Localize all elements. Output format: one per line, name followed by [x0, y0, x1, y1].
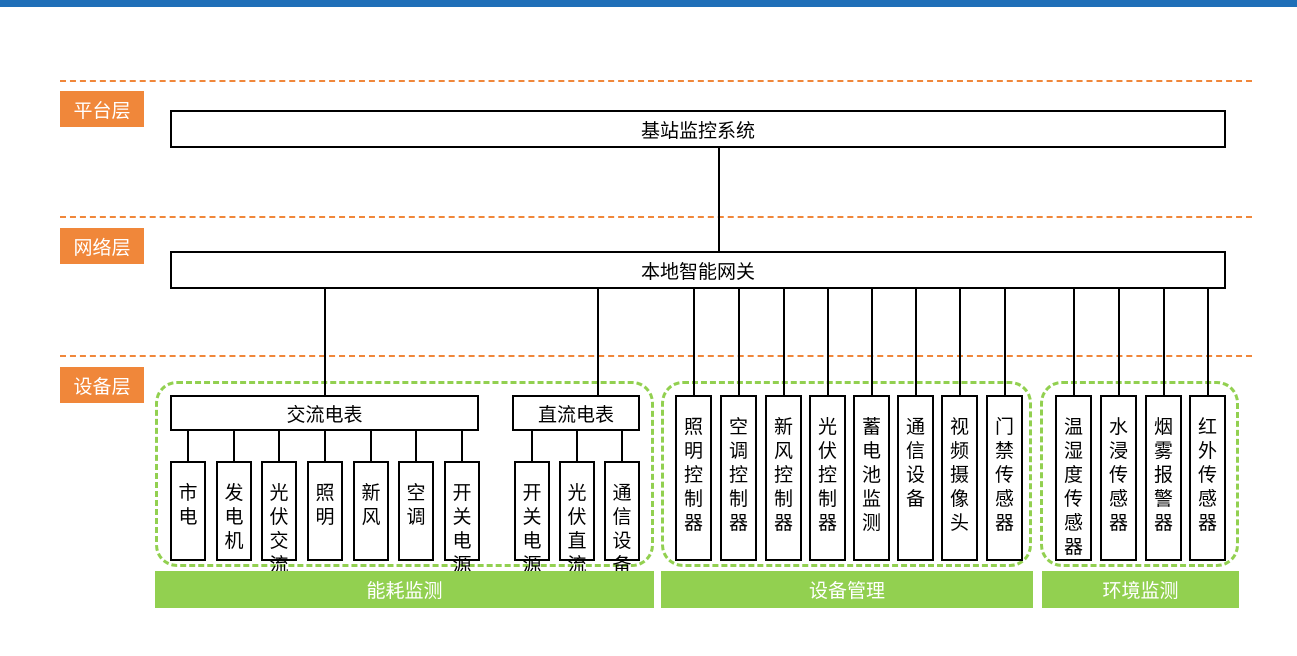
- ac-item-mains: 市电: [170, 461, 206, 561]
- ac-item-connector: [324, 431, 326, 461]
- device-mgmt-connector: [693, 289, 695, 395]
- ac-item-lighting: 照明: [307, 461, 343, 561]
- env-water-leak-sensor: 水浸传感器: [1100, 395, 1137, 561]
- environment-connector: [1207, 289, 1209, 395]
- device-access-control-sensor: 门禁传感器: [986, 395, 1023, 561]
- ac-item-connector: [278, 431, 280, 461]
- layer-label-platform: 平台层: [60, 91, 144, 127]
- dc-item-connector: [576, 431, 578, 461]
- dc-item-connector: [621, 431, 623, 461]
- device-ac-controller: 空调控制器: [720, 395, 757, 561]
- device-mgmt-connector: [783, 289, 785, 395]
- dc-item-pv-dc: 光伏直流: [559, 461, 595, 576]
- device-management-group: [661, 381, 1032, 567]
- device-pv-controller: 光伏控制器: [809, 395, 846, 561]
- layer-label-device: 设备层: [60, 367, 144, 403]
- ac-item-connector: [415, 431, 417, 461]
- ac-item-air-conditioner: 空调: [398, 461, 434, 561]
- env-infrared-sensor: 红外传感器: [1189, 395, 1226, 561]
- layer-separator-top: [60, 80, 1252, 82]
- ac-item-connector: [370, 431, 372, 461]
- device-mgmt-connector: [1004, 289, 1006, 395]
- env-temperature-humidity-sensor: 温湿度传感器: [1055, 395, 1092, 561]
- gateway-ac-connector: [324, 289, 326, 395]
- device-management-bar: 设备管理: [661, 571, 1033, 608]
- device-mgmt-connector: [738, 289, 740, 395]
- energy-monitoring-bar: 能耗监测: [155, 571, 654, 608]
- gateway-dc-connector: [597, 289, 599, 395]
- energy-monitoring-group: [155, 381, 654, 567]
- ac-meter-box: 交流电表: [170, 395, 479, 431]
- ac-item-pv-ac: 光伏交流: [261, 461, 297, 576]
- env-smoke-alarm: 烟雾报警器: [1145, 395, 1182, 561]
- environment-connector: [1163, 289, 1165, 395]
- ac-item-connector: [187, 431, 189, 461]
- ac-item-switching-power: 开关电源: [444, 461, 480, 576]
- ac-item-generator: 发电机: [216, 461, 252, 561]
- dc-item-switching-power: 开关电源: [514, 461, 550, 576]
- environment-connector: [1073, 289, 1075, 395]
- device-battery-monitor: 蓄电池监测: [853, 395, 890, 561]
- dc-meter-box: 直流电表: [512, 395, 640, 431]
- device-video-camera: 视频摄像头: [941, 395, 978, 561]
- layer-label-network: 网络层: [60, 228, 144, 264]
- environment-connector: [1118, 289, 1120, 395]
- gateway-box: 本地智能网关: [170, 251, 1226, 289]
- ac-item-connector: [233, 431, 235, 461]
- device-communication-equipment: 通信设备: [897, 395, 934, 561]
- platform-gateway-connector: [718, 148, 720, 251]
- device-mgmt-connector: [959, 289, 961, 395]
- device-fresh-air-controller: 新风控制器: [765, 395, 802, 561]
- layer-separator-bottom: [60, 355, 1252, 357]
- top-accent-bar: [0, 0, 1297, 7]
- ac-item-connector: [461, 431, 463, 461]
- ac-item-fresh-air: 新风: [353, 461, 389, 561]
- platform-system-box: 基站监控系统: [170, 110, 1226, 148]
- environment-monitoring-group: [1040, 381, 1239, 567]
- device-lighting-controller: 照明控制器: [675, 395, 712, 561]
- device-mgmt-connector: [827, 289, 829, 395]
- device-mgmt-connector: [915, 289, 917, 395]
- environment-monitoring-bar: 环境监测: [1042, 571, 1239, 608]
- dc-item-connector: [531, 431, 533, 461]
- dc-item-communication-equipment: 通信设备: [604, 461, 640, 576]
- device-mgmt-connector: [871, 289, 873, 395]
- layer-separator-middle: [60, 216, 1252, 218]
